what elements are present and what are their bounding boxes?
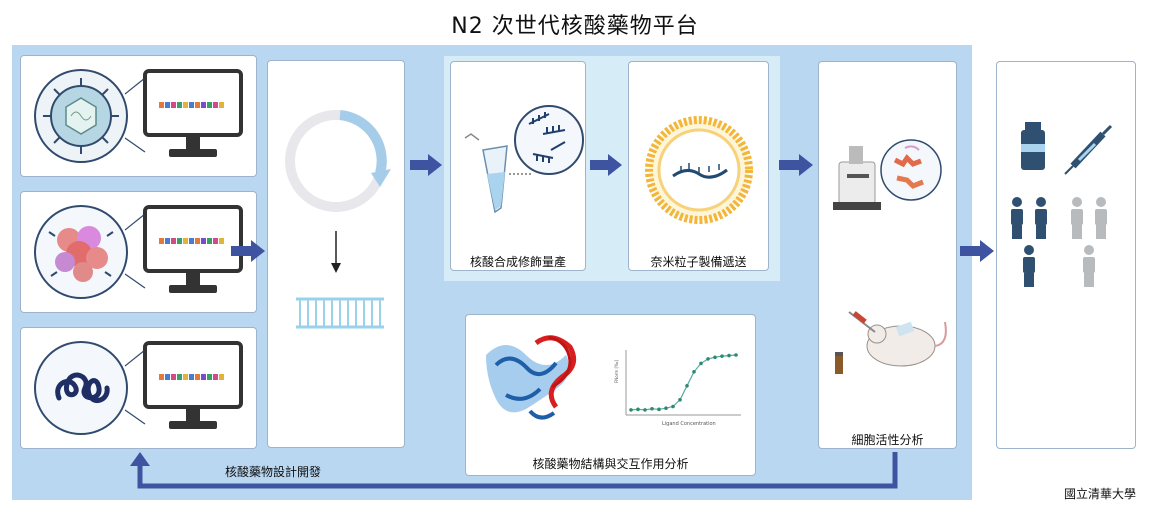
structure-label: 核酸藥物結構與交互作用分析	[532, 457, 689, 471]
nanoparticle-label: 奈米粒子製備遞送	[650, 255, 747, 269]
arrow-to-clinical	[960, 240, 994, 262]
syringe-icon	[848, 311, 876, 333]
chart-point	[650, 406, 654, 411]
protein-design-box	[20, 327, 257, 449]
chart-point	[643, 408, 647, 412]
monitor-icon	[143, 341, 243, 429]
selection-cycle-illustration	[285, 110, 391, 329]
syringe-icon	[1064, 124, 1113, 175]
fit-curve	[630, 354, 737, 411]
tube-icon	[464, 133, 533, 214]
chart-point	[706, 357, 710, 361]
structure-illustration: FNorm [‰] Ligand Concentration	[486, 335, 741, 427]
selection-box	[267, 60, 405, 448]
arrow-to-cell-activity	[779, 154, 813, 176]
structure-analysis-box: FNorm [‰] Ligand Concentration 核酸藥物結構與交互…	[465, 314, 756, 476]
chart-point	[678, 398, 682, 402]
lipid-nanoparticle-icon	[645, 116, 753, 224]
institution-credit: 國立清華大學	[1063, 487, 1136, 501]
synthesis-label: 核酸合成修飾量產	[469, 255, 566, 269]
chart-point	[727, 353, 731, 358]
clinical-illustration	[1011, 122, 1113, 287]
virus-icon	[34, 69, 128, 163]
chart-point	[720, 354, 724, 358]
mouse-icon	[866, 321, 947, 367]
oligo-zoom-icon	[514, 105, 584, 175]
cycle-arrow-icon	[285, 110, 391, 212]
down-arrow-icon	[331, 231, 341, 273]
protein-dna-complex-icon	[486, 335, 577, 420]
arrow-to-selection	[231, 240, 265, 262]
chart-point	[734, 353, 738, 357]
feedback-arrow	[130, 452, 898, 489]
microscope-icon	[833, 146, 881, 210]
protein-fold-icon	[34, 341, 128, 435]
dna-ladder-icon	[296, 297, 384, 329]
patients-light-icon	[1071, 197, 1107, 287]
tumor-design-box	[20, 191, 257, 313]
medicine-bottle-icon	[1021, 122, 1045, 170]
chart-point	[629, 408, 633, 412]
chart-point	[671, 404, 675, 409]
binding-chart: FNorm [‰] Ligand Concentration	[614, 350, 741, 427]
cell-activity-illustration	[833, 139, 947, 374]
chart-point	[699, 361, 703, 366]
virus-design-illustration	[34, 69, 243, 163]
vial-icon	[835, 352, 843, 374]
cell-activity-label: 細胞活性分析	[851, 433, 924, 447]
chart-point	[636, 407, 640, 412]
feedback-label: 核酸藥物設計開發	[225, 465, 322, 479]
protein-design-illustration	[34, 341, 243, 435]
chart-point	[692, 370, 696, 374]
synthesis-illustration	[464, 105, 584, 214]
chart-xlabel: Ligand Concentration	[662, 421, 716, 427]
virus-design-box	[20, 55, 257, 177]
cell-activity-box: 細胞活性分析	[818, 61, 957, 449]
patients-dark-icon	[1011, 197, 1047, 287]
arrow-to-structure	[596, 283, 624, 313]
chart-point	[664, 406, 668, 410]
nanoparticle-illustration	[645, 116, 753, 224]
page-title: N2 次世代核酸藥物平台	[451, 14, 699, 39]
synthesis-box: 核酸合成修飾量產	[450, 61, 586, 271]
chart-point	[713, 355, 717, 360]
arrow-to-synthesis	[410, 154, 442, 176]
monitor-icon	[143, 205, 243, 293]
cells-zoom-icon	[880, 139, 942, 201]
tumor-design-illustration	[34, 205, 243, 299]
arrow-to-nanoparticle	[590, 154, 622, 176]
chart-point	[685, 384, 689, 388]
chart-ylabel: FNorm [‰]	[614, 360, 619, 383]
nanoparticle-box: 奈米粒子製備遞送	[628, 61, 769, 271]
monitor-icon	[143, 69, 243, 157]
clinical-box	[996, 61, 1136, 449]
cancer-cell-icon	[34, 205, 128, 299]
chart-point	[657, 407, 661, 412]
